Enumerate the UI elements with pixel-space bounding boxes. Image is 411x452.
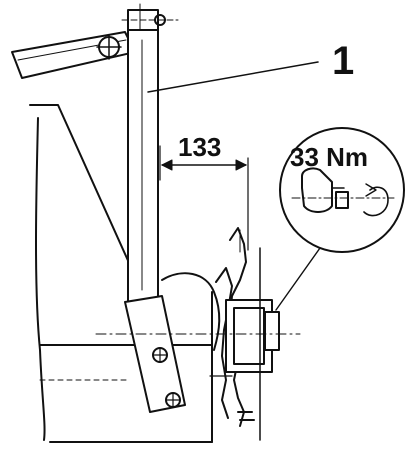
frame-housing [29, 104, 221, 443]
top-fitting [121, 3, 179, 35]
upper-arm [11, 31, 136, 79]
dimension-133 [159, 145, 249, 251]
torque-label: 33 Nm [290, 142, 368, 172]
torque-detail-callout [275, 127, 405, 311]
mounting-bracket [124, 295, 186, 413]
pivot-bolt [96, 34, 122, 60]
part-number-label: 1 [332, 39, 354, 83]
pulley-assembly [95, 227, 301, 441]
dimension-label: 133 [178, 132, 221, 162]
vertical-bar [127, 29, 159, 303]
part-1-leader [147, 61, 319, 93]
